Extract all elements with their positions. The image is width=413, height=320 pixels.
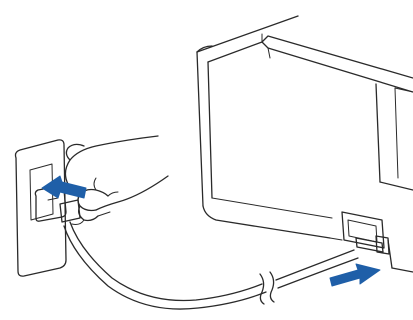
- ac-inlet: [341, 211, 390, 255]
- power-cord: [63, 221, 359, 310]
- arrow-to-wall: [41, 175, 87, 199]
- wall-plug: [34, 185, 81, 223]
- arrow-to-printer: [329, 263, 381, 287]
- printer-body: [196, 15, 413, 273]
- wall-outlet: [14, 139, 67, 277]
- hand: [64, 135, 169, 225]
